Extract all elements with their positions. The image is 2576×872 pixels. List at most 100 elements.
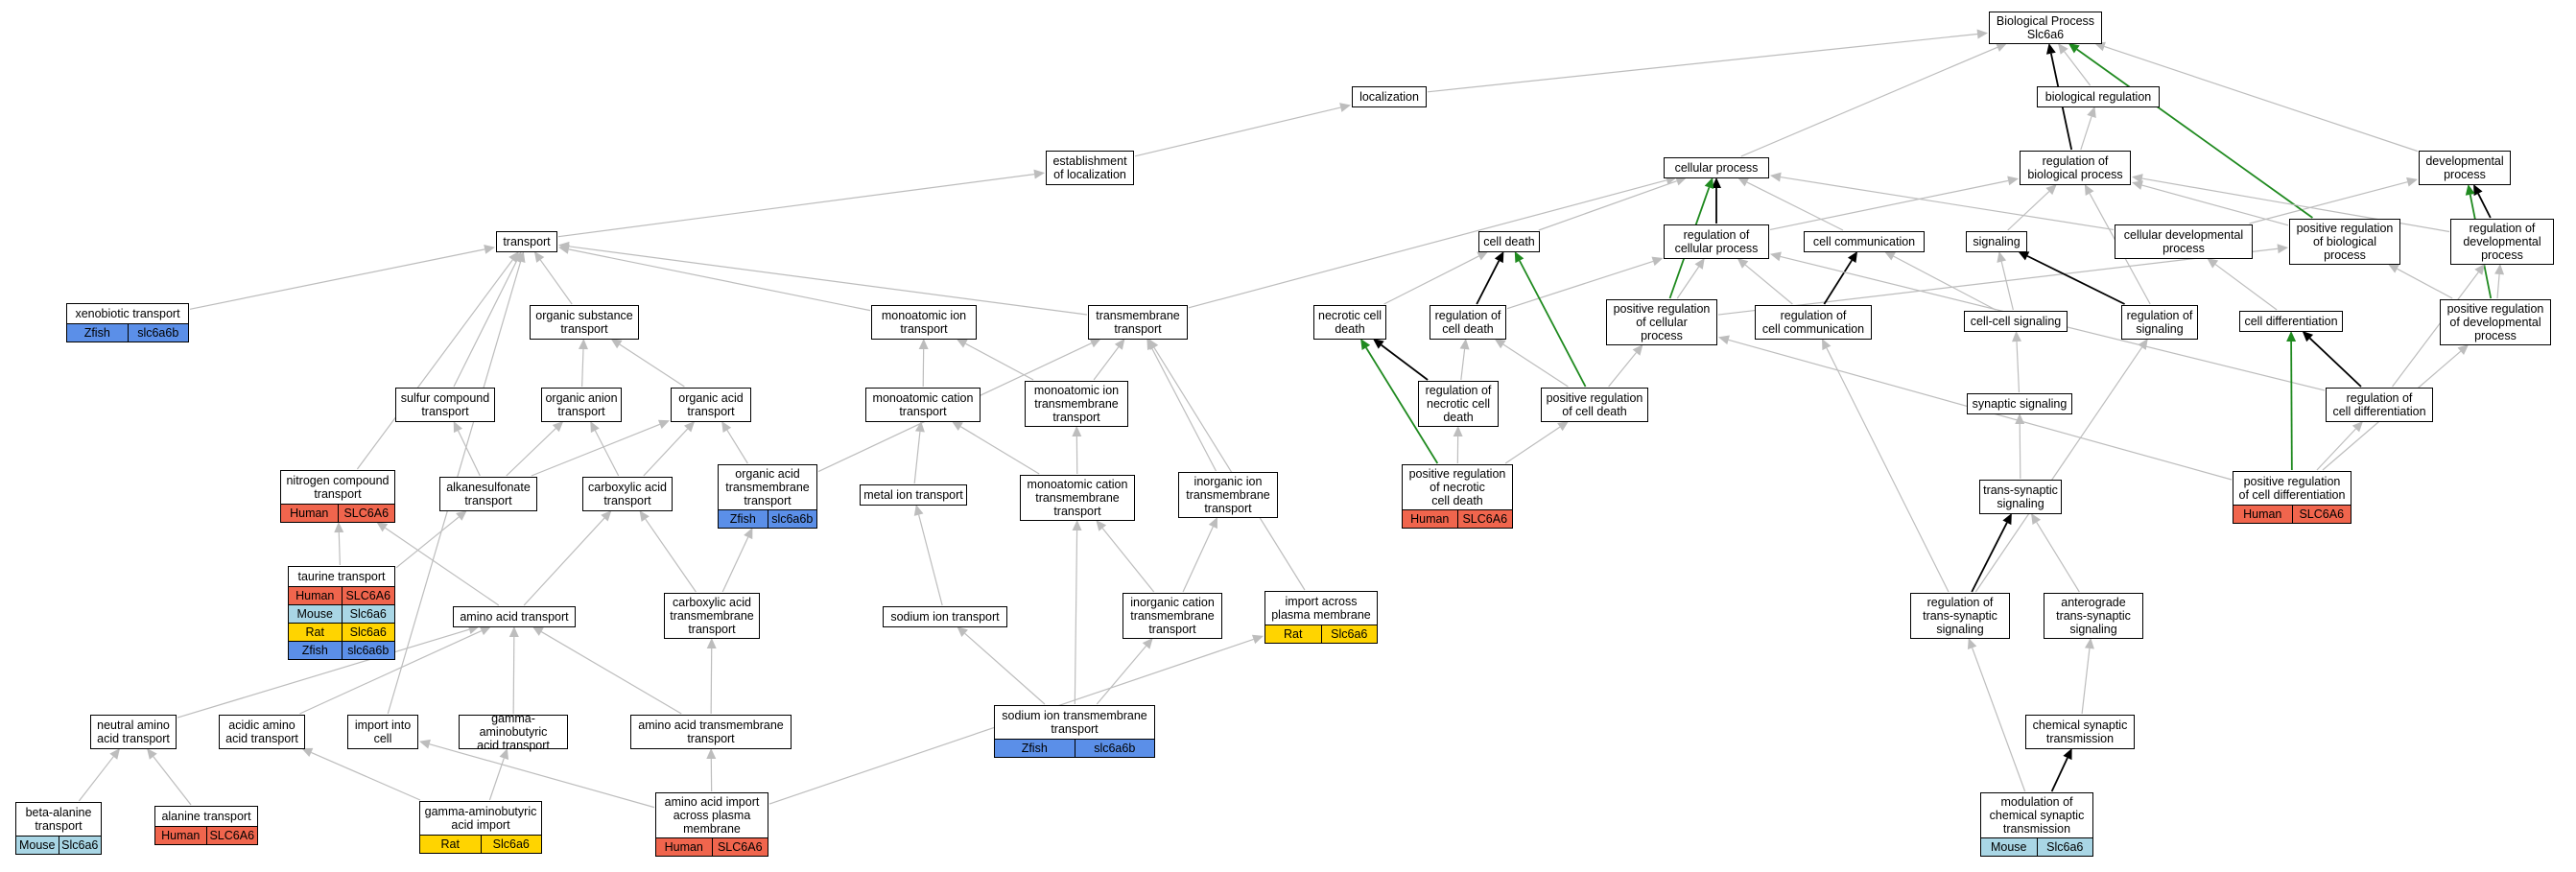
- go-term-chemsyn[interactable]: chemical synaptic transmission: [2025, 715, 2135, 749]
- edge-arrowhead: [1494, 339, 1506, 349]
- go-term-gaba[interactable]: gamma-aminobutyric acid transport: [459, 712, 568, 752]
- go-term-regbio[interactable]: regulation of biological process: [2020, 151, 2131, 185]
- go-term-neutral[interactable]: neutral amino acid transport: [90, 715, 177, 749]
- go-term-label: modulation of chemical synaptic transmis…: [1989, 795, 2085, 836]
- go-term-inorgion[interactable]: inorganic ion transmembrane transport: [1178, 472, 1278, 518]
- go-term-signaling[interactable]: signaling: [1966, 231, 2027, 252]
- go-term-celldev[interactable]: cellular developmental process: [2115, 224, 2253, 259]
- go-term-posregcelldiff[interactable]: positive regulation of cell differentiat…: [2233, 471, 2351, 524]
- go-term-regcell[interactable]: regulation of cellular process: [1664, 224, 1769, 259]
- go-term-modchem[interactable]: modulation of chemical synaptic transmis…: [1980, 792, 2093, 857]
- go-term-bp[interactable]: Biological Process Slc6a6: [1989, 12, 2102, 44]
- go-term-inorgcation[interactable]: inorganic cation transmembrane transport: [1123, 593, 1222, 639]
- edge-pos_regulates-posregbio-bp: [2076, 48, 2313, 219]
- edge-arrowhead: [1339, 103, 1351, 112]
- go-term-label: import across plasma membrane: [1271, 595, 1371, 622]
- edge-is_a-celldiff-celldev: [2214, 264, 2278, 311]
- edge-is_a-carboxylic-orgacid: [643, 428, 689, 477]
- go-term-posregcell[interactable]: positive regulation of cellular process: [1606, 299, 1717, 345]
- go-term-regnecrotic[interactable]: regulation of necrotic cell death: [1418, 381, 1499, 427]
- go-term-cellproc[interactable]: cellular process: [1664, 157, 1769, 178]
- go-term-regtranssyn[interactable]: regulation of trans-synaptic signaling: [1910, 593, 2010, 639]
- edge-arrowhead: [2207, 258, 2219, 269]
- go-term-metalion[interactable]: metal ion transport: [860, 484, 967, 506]
- go-term-label: regulation of signaling: [2126, 309, 2193, 336]
- go-term-orgacid[interactable]: organic acid transport: [671, 388, 751, 422]
- go-term-aminoacid[interactable]: amino acid transport: [453, 606, 576, 627]
- go-term-monocation[interactable]: monoatomic cation transport: [865, 388, 981, 422]
- go-term-cellcellsig[interactable]: cell-cell signaling: [1964, 311, 2068, 332]
- go-term-monocationtm[interactable]: monoatomic cation transmembrane transpor…: [1020, 475, 1135, 521]
- go-term-monoion[interactable]: monoatomic ion transport: [871, 305, 977, 340]
- go-term-orgsub[interactable]: organic substance transport: [530, 305, 639, 340]
- go-term-posregbio[interactable]: positive regulation of biological proces…: [2289, 219, 2400, 265]
- go-term-aminoacidtm[interactable]: amino acid transmembrane transport: [630, 715, 792, 749]
- organism-label: Mouse: [296, 607, 334, 621]
- go-term-celldiff[interactable]: cell differentiation: [2239, 311, 2343, 332]
- go-term-regdev[interactable]: regulation of developmental process: [2450, 219, 2554, 265]
- edge-arrowhead: [2474, 264, 2485, 275]
- organism-label: Zfish: [83, 326, 110, 340]
- go-term-carboxylic[interactable]: carboxylic acid transport: [582, 477, 673, 511]
- go-term-anterograde[interactable]: anterograde trans-synaptic signaling: [2044, 593, 2143, 639]
- go-term-devproc[interactable]: developmental process: [2419, 151, 2511, 185]
- go-term-posregcelldeath[interactable]: positive regulation of cell death: [1541, 388, 1648, 422]
- go-term-cellcomm[interactable]: cell communication: [1804, 231, 1925, 252]
- go-term-synsig[interactable]: synaptic signaling: [1967, 393, 2072, 414]
- edge-arrowhead: [706, 638, 717, 649]
- edge-is_a-sodiumion-metalion: [918, 514, 943, 606]
- edge-arrowhead: [2045, 184, 2057, 196]
- go-term-importcell[interactable]: import into cell: [347, 715, 418, 749]
- edge-is_a-taurine-alkane: [395, 516, 460, 569]
- go-term-transmem[interactable]: transmembrane transport: [1088, 305, 1188, 340]
- edge-is_a-aminoacid-nitrogen: [385, 527, 500, 606]
- edge-is_a-acidic-aminoacid: [299, 630, 483, 715]
- edge-is_a-posregbio-regbio: [2141, 184, 2289, 226]
- go-term-transport[interactable]: transport: [496, 231, 557, 252]
- edge-arrowhead: [1096, 520, 1107, 531]
- edge-arrowhead: [1651, 256, 1664, 267]
- go-term-localization[interactable]: localization: [1352, 86, 1427, 107]
- go-term-sulfur[interactable]: sulfur compound transport: [395, 388, 495, 422]
- go-term-posregnecrotic[interactable]: positive regulation of necrotic cell dea…: [1402, 464, 1513, 529]
- go-term-label: monoatomic cation transmembrane transpor…: [1027, 478, 1128, 518]
- go-term-sodiumion[interactable]: sodium ion transport: [883, 606, 1007, 627]
- go-term-label: positive regulation of necrotic cell dea…: [1408, 467, 1506, 507]
- go-term-carboxylictm[interactable]: carboxylic acid transmembrane transport: [664, 593, 760, 639]
- edge-pos_regulates-posregcelldeath-celldeath: [1519, 260, 1587, 388]
- edge-is_a-regtranssyn-regsig: [1974, 346, 2143, 593]
- edge-is_a-sodiumiontm-inorgcation: [1096, 646, 1147, 705]
- go-term-regsig[interactable]: regulation of signaling: [2121, 305, 2198, 340]
- edge-arrowhead: [1737, 177, 1750, 187]
- go-term-bioreg[interactable]: biological regulation: [2037, 86, 2160, 107]
- go-term-aaimport[interactable]: amino acid import across plasma membrane…: [655, 792, 768, 857]
- go-term-celldeath[interactable]: cell death: [1478, 231, 1540, 252]
- go-term-regcelldeath[interactable]: regulation of cell death: [1430, 305, 1506, 340]
- go-term-monoiontm[interactable]: monoatomic ion transmembrane transport: [1025, 381, 1128, 427]
- go-term-estloc[interactable]: establishment of localization: [1046, 151, 1134, 185]
- gene-label: SLC6A6: [205, 827, 258, 844]
- go-term-regcelldiff[interactable]: regulation of cell differentiation: [2326, 388, 2433, 422]
- go-term-alkane[interactable]: alkanesulfonate transport: [439, 477, 537, 511]
- edge-is_a-posregnecrotic-posregcelldeath: [1504, 426, 1561, 464]
- go-term-organion[interactable]: organic anion transport: [541, 388, 622, 422]
- go-term-regcellcomm[interactable]: regulation of cell communication: [1755, 305, 1872, 340]
- go-term-acidic[interactable]: acidic amino acid transport: [219, 715, 305, 749]
- go-term-necrotic[interactable]: necrotic cell death: [1313, 305, 1386, 340]
- go-term-posregdev[interactable]: positive regulation of developmental pro…: [2440, 299, 2551, 345]
- edge-is_a-monocationtm-monocation: [959, 426, 1040, 475]
- go-term-transsyn[interactable]: trans-synaptic signaling: [1979, 480, 2062, 514]
